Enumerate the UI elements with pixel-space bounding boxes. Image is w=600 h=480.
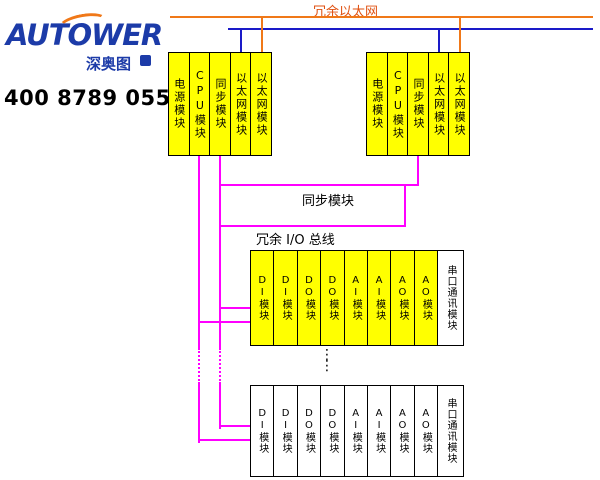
io-bus-feed-drop xyxy=(404,186,406,227)
sync-link-line xyxy=(219,184,419,186)
io-bus-b-lower xyxy=(219,384,221,429)
do-module-1: DO模块 xyxy=(296,386,321,476)
do-module-2: DO模块 xyxy=(320,251,344,345)
continuation-dots: ⋮ ⋮ xyxy=(320,347,334,375)
ethernet-drop-blue-rack-a xyxy=(240,28,242,52)
io-bus-a-stub-mid-rack xyxy=(198,321,252,323)
di-module-1: DI模块 xyxy=(251,386,274,476)
power-module: 电源模块 xyxy=(367,53,387,155)
ai-module-1: AI模块 xyxy=(343,386,367,476)
io-bus-label: 冗余 I/O 总线 xyxy=(256,233,335,248)
logo-seal-icon xyxy=(140,55,151,66)
sync-module: 同步模块 xyxy=(209,53,230,155)
sync-link-label: 同步模块 xyxy=(301,194,354,209)
ai-module-2: AI模块 xyxy=(366,251,391,345)
ao-module-2: AO模块 xyxy=(413,386,437,476)
ethernet-module-1: 以太网模块 xyxy=(427,53,449,155)
sync-link-drop-rack-b xyxy=(417,156,419,186)
power-module: 电源模块 xyxy=(169,53,189,155)
ethernet-module-2: 以太网模块 xyxy=(448,53,469,155)
serial-comm-module: 串口通讯模块 xyxy=(437,251,463,345)
logo-wordmark: AUTOWER xyxy=(6,18,163,52)
io-bus-feed-line xyxy=(219,225,406,227)
phone-number: 400 8789 055 xyxy=(4,86,171,110)
io-bus-a-dotted xyxy=(198,348,200,384)
ai-module-2: AI模块 xyxy=(366,386,391,476)
ethernet-drop-blue-rack-b xyxy=(438,28,440,52)
io-bus-b-dotted xyxy=(219,348,221,384)
do-module-1: DO模块 xyxy=(296,251,321,345)
ao-module-1: AO模块 xyxy=(390,251,414,345)
do-module-2: DO模块 xyxy=(320,386,344,476)
io-rack-1: DI模块 DI模块 DO模块 DO模块 AI模块 AI模块 AO模块 AO模块 … xyxy=(250,250,464,346)
di-module-2: DI模块 xyxy=(273,386,297,476)
cpu-rack-a: 电源模块 CPU模块 同步模块 以太网模块 以太网模块 xyxy=(168,52,272,156)
ao-module-1: AO模块 xyxy=(390,386,414,476)
sync-module: 同步模块 xyxy=(407,53,428,155)
ethernet-module-2: 以太网模块 xyxy=(250,53,271,155)
ethernet-drop-orange-rack-b xyxy=(459,16,461,52)
io-bus-a-lower xyxy=(198,384,200,443)
cpu-rack-b: 电源模块 CPU模块 同步模块 以太网模块 以太网模块 xyxy=(366,52,470,156)
ethernet-line-orange xyxy=(170,16,593,18)
cpu-module: CPU模块 xyxy=(386,53,408,155)
cpu-module: CPU模块 xyxy=(188,53,210,155)
io-bus-a-stub-bottom-rack xyxy=(198,439,252,441)
ethernet-module-1: 以太网模块 xyxy=(229,53,251,155)
serial-comm-module: 串口通讯模块 xyxy=(437,386,463,476)
logo-chinese-name: 深奥图 xyxy=(86,55,132,73)
ai-module-1: AI模块 xyxy=(343,251,367,345)
io-bus-a-upper xyxy=(198,156,200,348)
ethernet-line-blue xyxy=(228,28,593,30)
di-module-1: DI模块 xyxy=(251,251,274,345)
io-rack-n: DI模块 DI模块 DO模块 DO模块 AI模块 AI模块 AO模块 AO模块 … xyxy=(250,385,464,477)
io-bus-b-stub-bottom-rack xyxy=(219,425,252,427)
ao-module-2: AO模块 xyxy=(413,251,437,345)
io-bus-b-stub-mid-rack xyxy=(219,307,252,309)
io-bus-b-upper xyxy=(219,156,221,348)
di-module-2: DI模块 xyxy=(273,251,297,345)
ethernet-drop-orange-rack-a xyxy=(261,16,263,52)
